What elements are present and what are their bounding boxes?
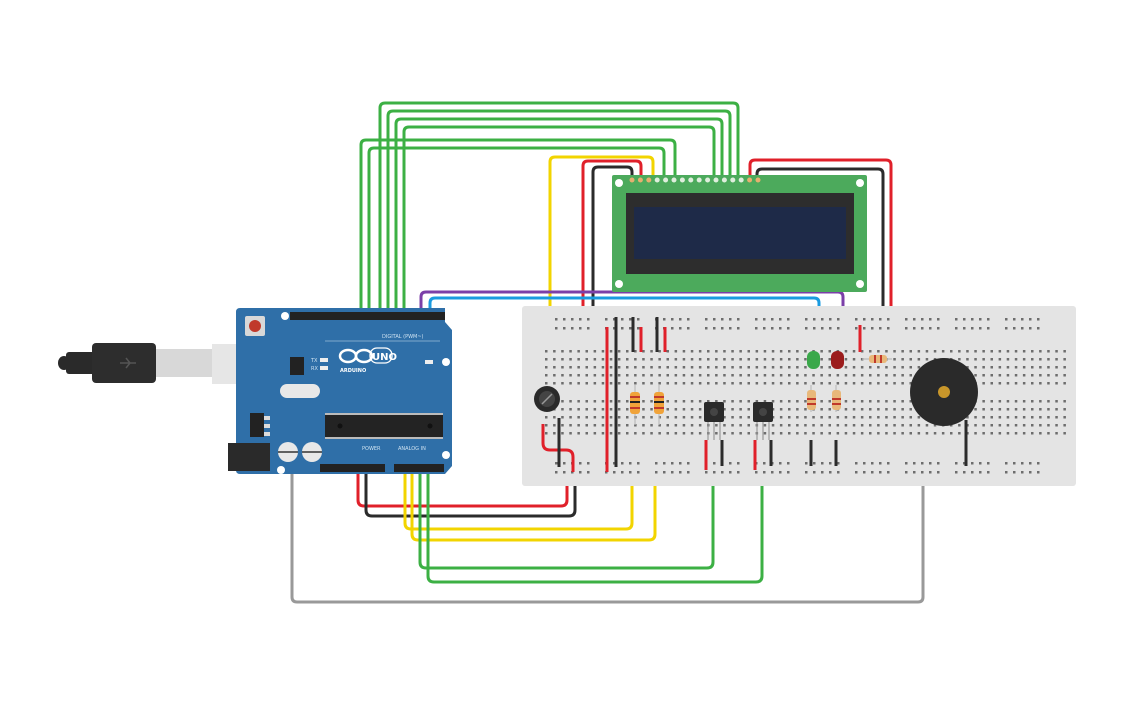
usb-icon bbox=[120, 357, 136, 369]
power-header-label: POWER bbox=[362, 446, 381, 452]
led-green[interactable] bbox=[807, 351, 820, 369]
wire-red-5v[interactable] bbox=[356, 468, 569, 508]
resistor-3 bbox=[807, 385, 816, 412]
wire-green-d11[interactable] bbox=[359, 138, 677, 320]
on-led bbox=[425, 360, 433, 364]
usb-cable[interactable] bbox=[58, 343, 242, 384]
wire-yellow-a1[interactable] bbox=[410, 418, 657, 542]
sensor-1[interactable] bbox=[704, 402, 724, 440]
crystal bbox=[280, 384, 320, 398]
lcd-screen bbox=[634, 207, 846, 259]
lcd-pin[interactable] bbox=[688, 177, 694, 183]
lcd-pin[interactable] bbox=[671, 177, 677, 183]
wire-yellow-lcd-contrast[interactable] bbox=[548, 155, 655, 397]
arduino-brand-label: ARDUINO bbox=[340, 368, 366, 374]
lcd-16x2[interactable] bbox=[612, 175, 867, 292]
wire-green-d2[interactable] bbox=[378, 101, 740, 320]
lcd-pin[interactable] bbox=[629, 177, 635, 183]
wire-black-lcd-backlight-gnd[interactable] bbox=[755, 167, 885, 324]
piezo-buzzer[interactable] bbox=[910, 358, 978, 426]
atmega-chip bbox=[325, 415, 443, 437]
wire-yellow-a0[interactable] bbox=[403, 418, 634, 531]
lcd-pin[interactable] bbox=[713, 177, 719, 183]
potentiometer[interactable] bbox=[534, 386, 560, 412]
lcd-pin[interactable] bbox=[654, 177, 660, 183]
lcd-pin[interactable] bbox=[679, 177, 685, 183]
resistor-5 bbox=[862, 355, 892, 363]
lcd-pin[interactable] bbox=[738, 177, 744, 183]
lcd-pin[interactable] bbox=[730, 177, 736, 183]
led-red[interactable] bbox=[831, 351, 844, 369]
analog-header-label: ANALOG IN bbox=[398, 446, 426, 452]
lcd-pin[interactable] bbox=[637, 177, 643, 183]
lcd-pin-header[interactable] bbox=[629, 177, 761, 183]
power-header[interactable] bbox=[320, 464, 385, 472]
wire-green-a2[interactable] bbox=[418, 438, 715, 570]
resistor-1 bbox=[630, 385, 640, 425]
breadboard-holes bbox=[545, 318, 1066, 474]
tx-label: TX bbox=[310, 358, 318, 364]
resistor-4 bbox=[832, 385, 841, 412]
resistor-2 bbox=[654, 385, 664, 425]
wire-red-lcd-vcc[interactable] bbox=[581, 159, 643, 332]
wire-green-d4[interactable] bbox=[394, 117, 724, 320]
digital-header-label: DIGITAL (PWM~) bbox=[382, 334, 424, 340]
reset-button-cap[interactable] bbox=[249, 320, 261, 332]
lcd-pin[interactable] bbox=[663, 177, 669, 183]
digital-header[interactable] bbox=[290, 312, 445, 320]
sensor-2[interactable] bbox=[753, 402, 773, 440]
wires bbox=[290, 101, 925, 604]
lcd-pin[interactable] bbox=[747, 177, 753, 183]
arduino-uno[interactable]: DIGITAL (PWM~) UNO ARDUINO TX RX bbox=[228, 308, 452, 474]
wire-blue-green-led[interactable] bbox=[428, 296, 821, 352]
arduino-logo: UNO ARDUINO bbox=[338, 347, 397, 374]
lcd-pin[interactable] bbox=[721, 177, 727, 183]
dc-jack[interactable] bbox=[228, 443, 270, 471]
lcd-pin[interactable] bbox=[696, 177, 702, 183]
breadboard-jumpers bbox=[541, 317, 968, 472]
lcd-pin[interactable] bbox=[755, 177, 761, 183]
wire-green-d5[interactable] bbox=[402, 125, 716, 320]
wire-black-gnd[interactable] bbox=[364, 468, 577, 518]
wire-red-lcd-backlight[interactable] bbox=[748, 158, 893, 347]
wire-black-lcd-gnd[interactable] bbox=[591, 165, 634, 324]
uno-label: UNO bbox=[372, 352, 397, 363]
lcd-pin[interactable] bbox=[646, 177, 652, 183]
wire-green-d12[interactable] bbox=[367, 146, 666, 320]
lcd-pin[interactable] bbox=[705, 177, 711, 183]
breadboard[interactable] bbox=[522, 306, 1076, 486]
wire-green-d3[interactable] bbox=[386, 109, 732, 320]
analog-header[interactable] bbox=[394, 464, 444, 472]
rx-label: RX bbox=[311, 366, 318, 372]
wire-green-a3[interactable] bbox=[426, 438, 764, 584]
